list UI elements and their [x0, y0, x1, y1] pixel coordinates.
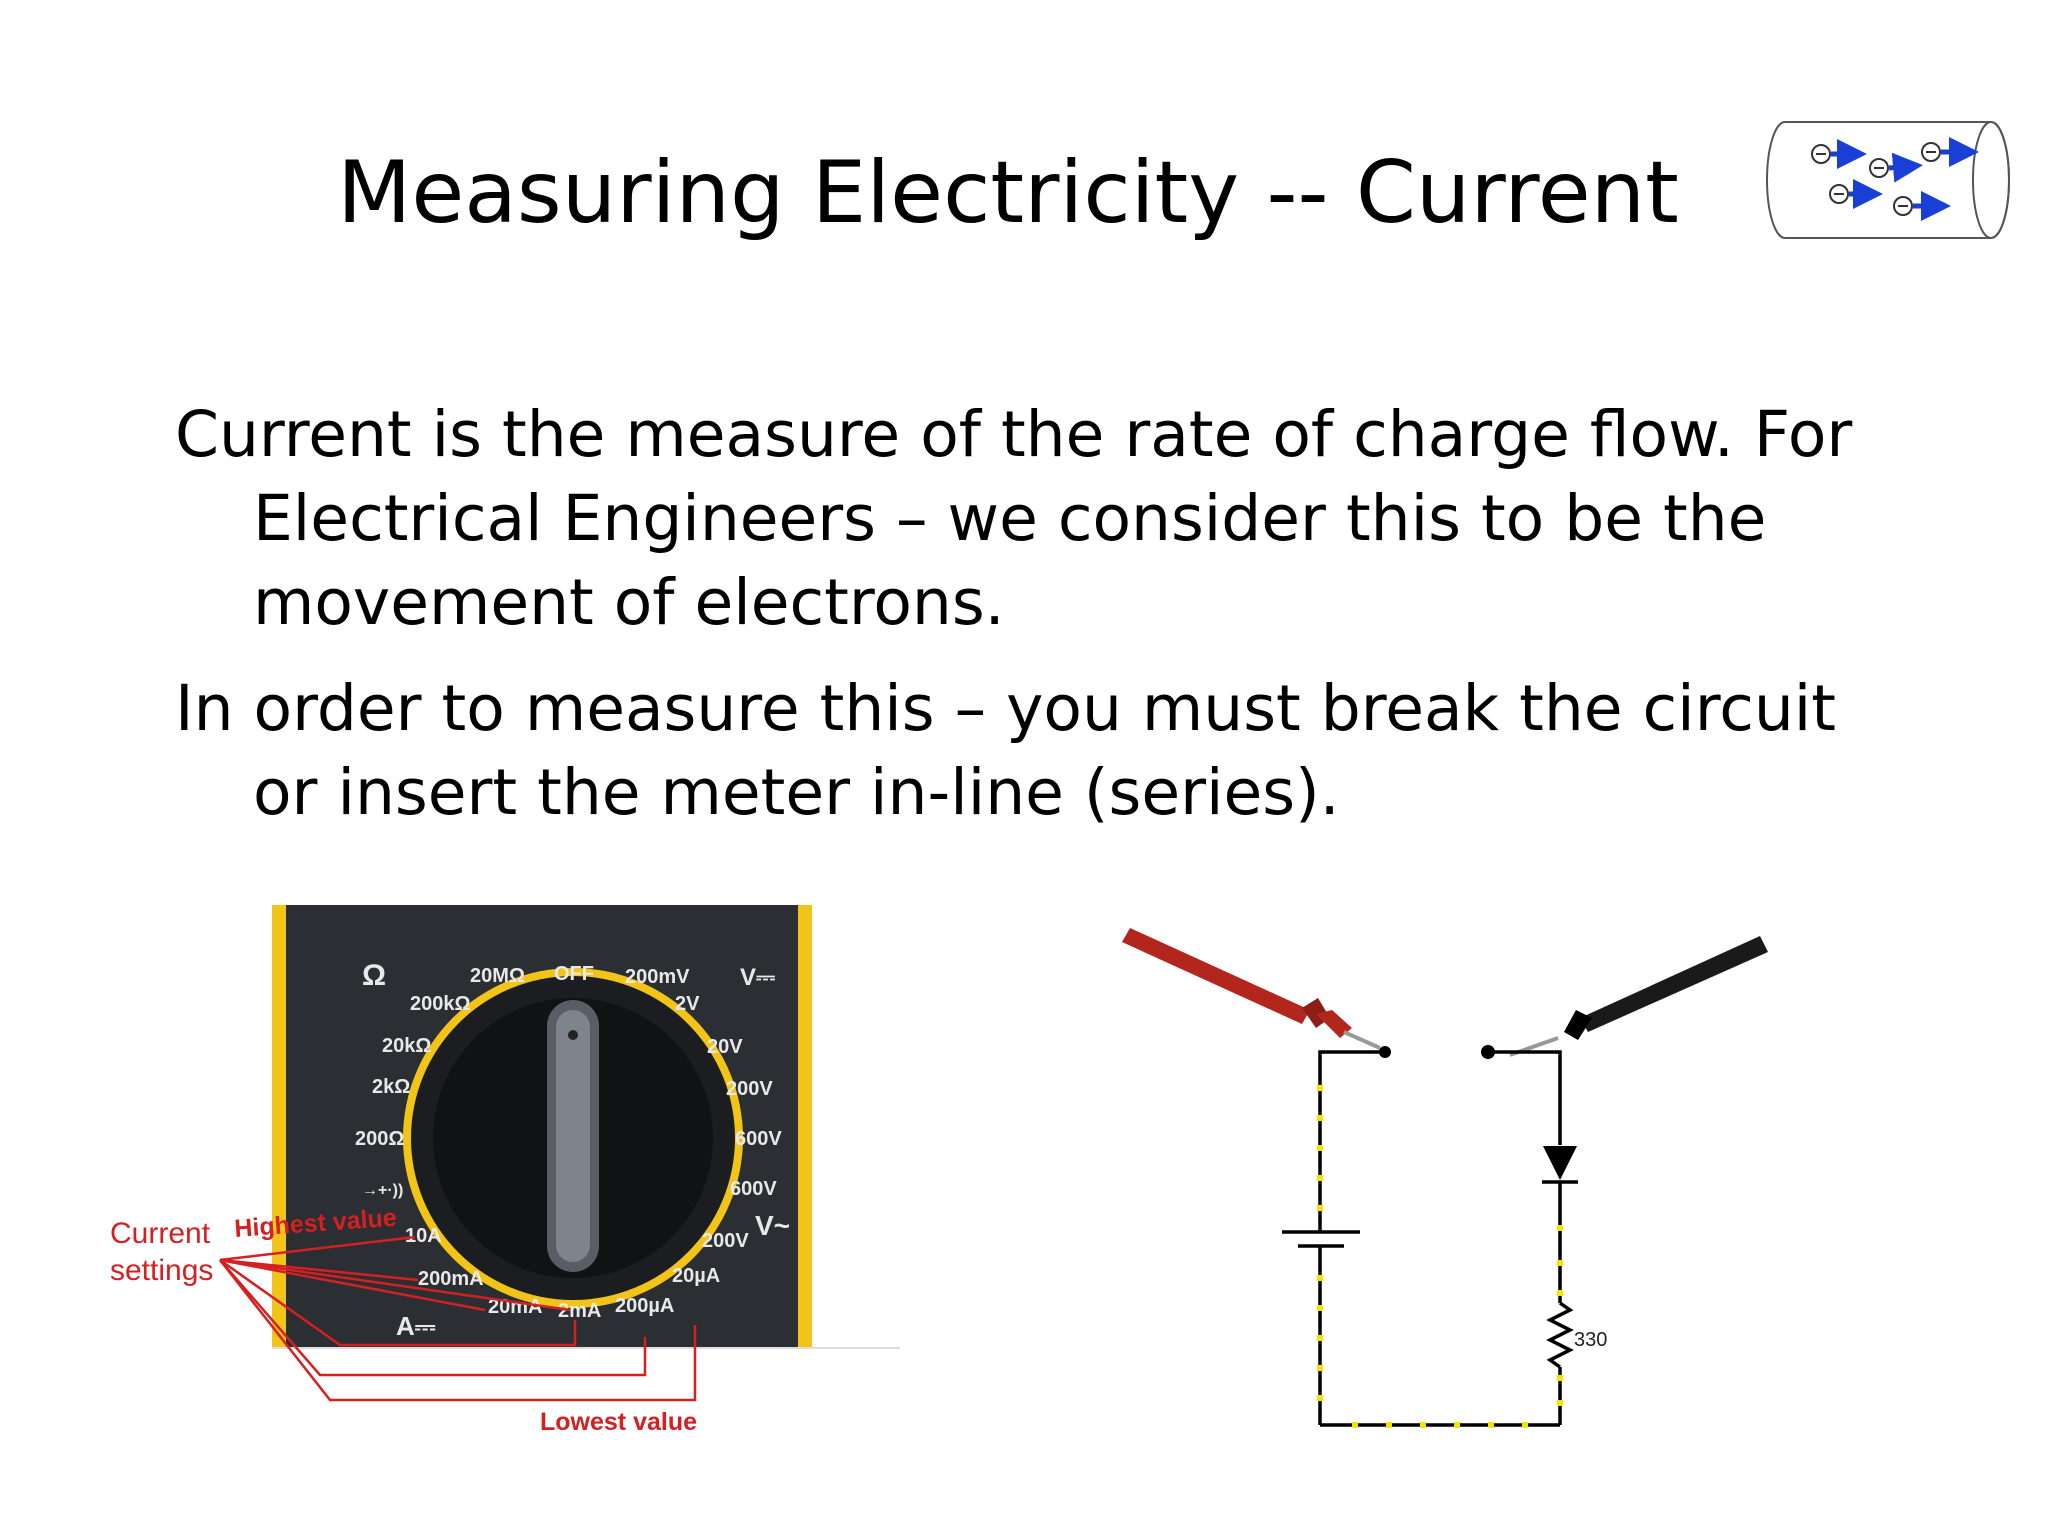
resistor-value-label: 330: [1574, 1329, 1607, 1351]
dial-label-20ua: 20µA: [672, 1265, 720, 1287]
body-text: Current is the measure of the rate of ch…: [175, 393, 1895, 857]
current-settings-label-line1: Current: [110, 1217, 211, 1250]
dial-label-adc: A⎓: [396, 1311, 436, 1341]
dial-label-600v-ac: 600V: [730, 1178, 777, 1200]
electron-flow-icon: [1766, 121, 2010, 239]
dial-label-vdc: V⎓: [740, 964, 775, 991]
dial-label-200ua: 200µA: [615, 1295, 674, 1317]
dial-label-2kohm: 2kΩ: [372, 1076, 410, 1098]
dial-label-20kohm: 20kΩ: [382, 1035, 431, 1057]
dial-label-2v: 2V: [675, 993, 700, 1015]
multimeter-dial-image: Ω 20MΩ OFF 200mV V⎓ 200kΩ 2V 20kΩ 20V 2k…: [110, 905, 900, 1436]
dial-label-200mv: 200mV: [625, 966, 690, 988]
dial-label-diode-continuity: →+·)): [362, 1182, 403, 1199]
paragraph-measuring-method: In order to measure this – you must brea…: [175, 672, 1836, 829]
dial-label-2ma: 2mA: [558, 1300, 601, 1322]
dial-label-200kohm: 200kΩ: [410, 993, 471, 1015]
dial-label-20mohm: 20MΩ: [470, 965, 525, 987]
dial-label-200ohm: 200Ω: [355, 1128, 404, 1150]
dial-label-ohm: Ω: [362, 959, 386, 992]
dial-label-200v: 200V: [726, 1078, 773, 1100]
dial-label-10a: 10A: [405, 1225, 442, 1247]
dial-label-20ma: 20mA: [488, 1296, 542, 1318]
black-probe: [1509, 936, 1768, 1057]
dial-label-200ma: 200mA: [418, 1268, 484, 1290]
series-circuit-diagram: 330: [1122, 928, 1768, 1428]
dial-label-200v-ac: 200V: [702, 1230, 749, 1252]
slide-title: Measuring Electricity -- Current: [337, 143, 1679, 243]
dial-label-600v: 600V: [735, 1128, 782, 1150]
paragraph-current-definition: Current is the measure of the rate of ch…: [175, 398, 1853, 639]
current-settings-label-line2: settings: [110, 1254, 213, 1287]
lowest-value-label: Lowest value: [540, 1408, 697, 1436]
dial-label-vac: V~: [755, 1210, 790, 1241]
dial-label-off: OFF: [554, 963, 594, 985]
red-probe: [1122, 928, 1381, 1050]
dial-label-20v: 20V: [707, 1036, 743, 1058]
